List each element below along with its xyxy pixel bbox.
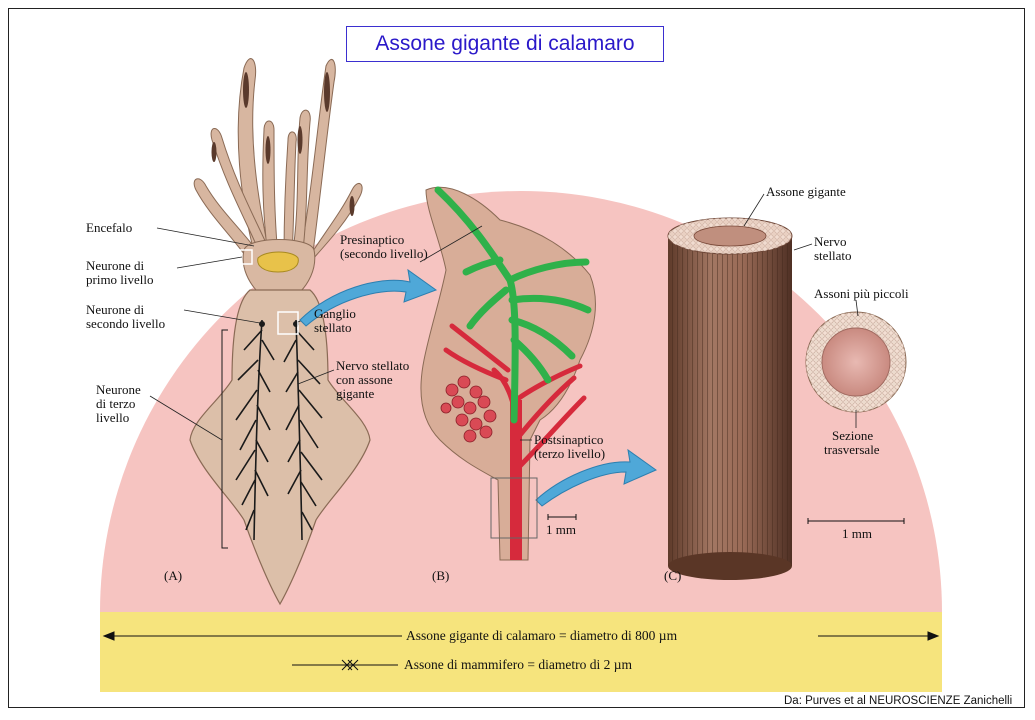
panel-b-letter: (B) xyxy=(432,568,449,583)
label-terzo-3: livello xyxy=(96,410,129,425)
label-assoni-piccoli: Assoni più piccoli xyxy=(814,286,909,301)
label-nervo-stellato-1: Nervo xyxy=(814,234,847,249)
label-encefalo: Encefalo xyxy=(86,220,132,235)
source-credit: Da: Purves et al NEUROSCIENZE Zanichelli xyxy=(784,695,1024,707)
label-terzo-2: di terzo xyxy=(96,396,135,411)
label-primo-1: Neurone di xyxy=(86,258,145,273)
comparison-band xyxy=(100,612,942,692)
label-postsinaptico-1: Postsinaptico xyxy=(534,432,603,447)
label-postsinaptico-2: (terzo livello) xyxy=(534,446,605,461)
cross-section xyxy=(806,312,906,412)
label-sezione-1: Sezione xyxy=(832,428,873,443)
label-assone-gigante: Assone gigante xyxy=(766,184,846,199)
label-secondo-2: secondo livello xyxy=(86,316,165,331)
axon-cylinder xyxy=(668,218,792,580)
slide-title: Assone gigante di calamaro xyxy=(346,26,664,62)
scale-label-c: 1 mm xyxy=(842,526,872,541)
label-giant-axon-diameter: Assone gigante di calamaro = diametro di… xyxy=(406,628,678,643)
label-primo-2: primo livello xyxy=(86,272,154,287)
panel-c-letter: (C) xyxy=(664,568,681,583)
label-nervo-3: gigante xyxy=(336,386,374,401)
label-nervo-2: con assone xyxy=(336,372,393,387)
label-ganglio-1: Ganglio xyxy=(314,306,356,321)
scale-label-b: 1 mm xyxy=(546,522,576,537)
label-nervo-1: Nervo stellato xyxy=(336,358,409,373)
label-ganglio-2: stellato xyxy=(314,320,352,335)
label-mammal-axon-diameter: Assone di mammifero = diametro di 2 µm xyxy=(404,657,632,672)
label-terzo-1: Neurone xyxy=(96,382,141,397)
label-nervo-stellato-2: stellato xyxy=(814,248,852,263)
panel-a-letter: (A) xyxy=(164,568,182,583)
label-secondo-1: Neurone di xyxy=(86,302,145,317)
label-presinaptico-1: Presinaptico xyxy=(340,232,404,247)
label-sezione-2: trasversale xyxy=(824,442,880,457)
label-presinaptico-2: (secondo livello) xyxy=(340,246,428,261)
